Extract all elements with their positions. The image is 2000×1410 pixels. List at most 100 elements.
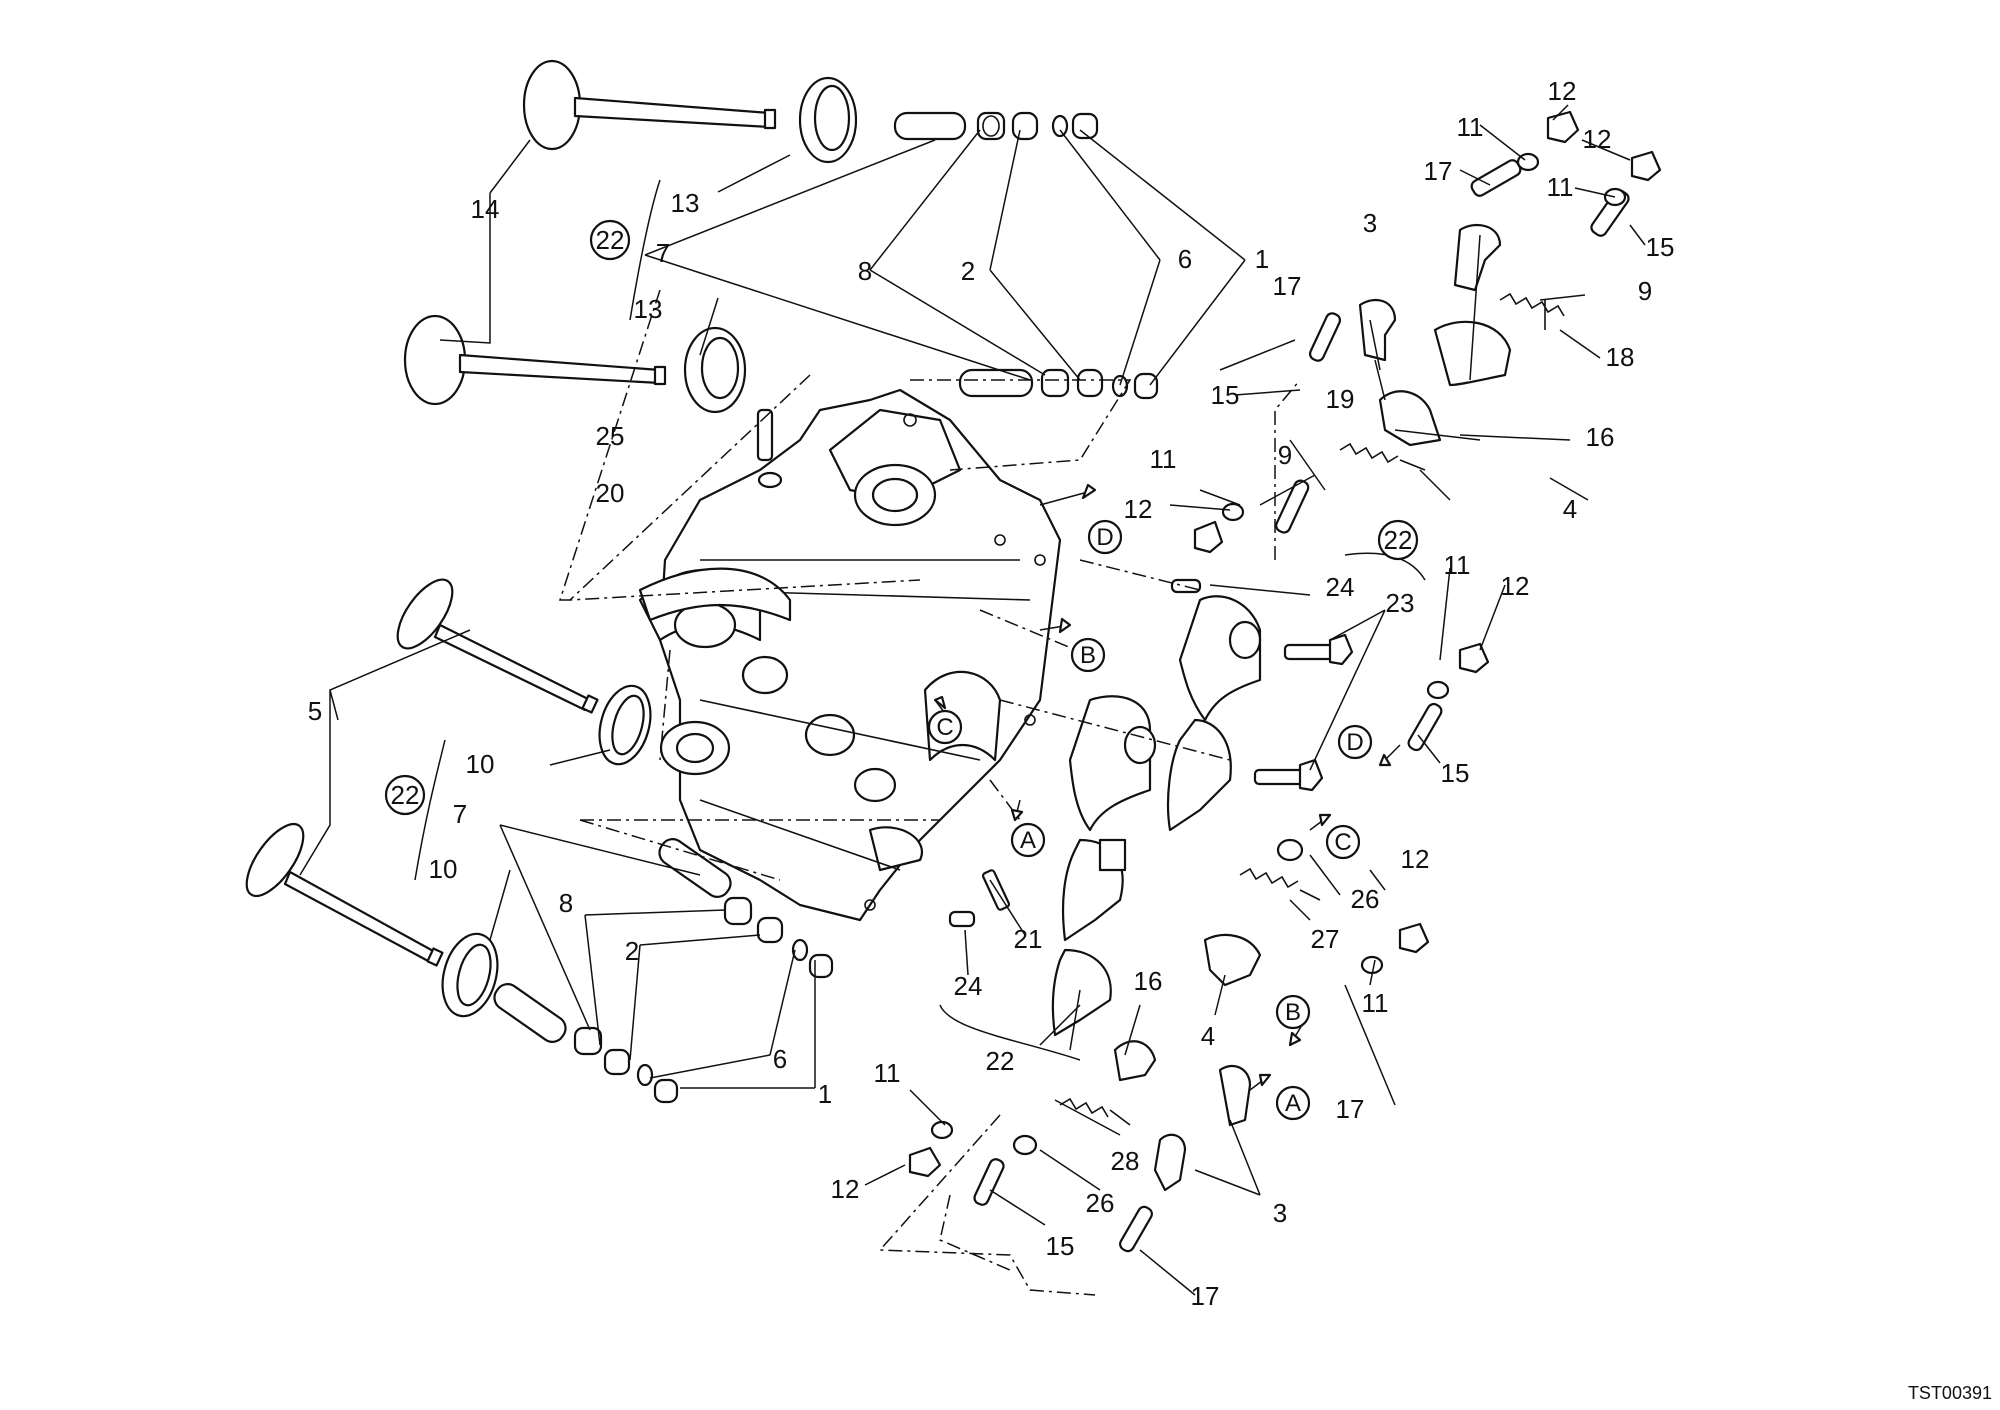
callout-26-a: 26 [1351,884,1380,914]
callout-6-b: 6 [773,1044,787,1074]
callout-12-a: 12 [1548,76,1577,106]
diagram-code: TST00391 [1907,1383,1992,1403]
pin-15-bottom [973,1134,1038,1206]
camshaft-cap-upper [1166,595,1262,832]
callout-2-b: 2 [625,936,639,966]
bolt-23-lower [1253,758,1324,792]
valve-guide-top-row1 [893,111,967,141]
letter-D-2: D [1346,729,1363,756]
valve-seat-10-upper [598,684,652,766]
callout-4-b: 4 [1201,1021,1215,1051]
plug-12-f [908,1120,954,1178]
cylinder-head-body [638,388,1062,922]
valve-seal-bottom-row1 [723,896,753,926]
valve-guide-top-row2 [958,368,1034,398]
callout-25: 25 [596,421,625,451]
callout-12-f: 12 [831,1174,860,1204]
valve-guide-bottom-row2 [493,983,567,1043]
letter-C-2: C [1334,829,1351,856]
rocker-4-bottom [1203,933,1262,987]
callout-15-d: 15 [1046,1231,1075,1261]
callout-labels: 12 11 12 17 11 3 15 9 18 17 15 19 16 9 1… [308,76,1675,1311]
valve-seat-13-lower [683,326,747,414]
callout-10-b: 10 [429,854,458,884]
valve-seat-13-upper [798,76,858,164]
retainer-top-row1 [1011,111,1039,141]
callout-8-b: 8 [559,888,573,918]
callout-14: 14 [471,194,500,224]
callout-3-a: 3 [1363,208,1377,238]
callout-3-b: 3 [1273,1198,1287,1228]
plug-12-e [1360,922,1430,975]
callout-20: 20 [596,478,625,508]
callout-24-a: 24 [1326,572,1355,602]
exhaust-valve-upper [522,59,777,151]
circled-22-b: 22 [384,774,426,816]
callout-1-a: 1 [1255,244,1269,274]
rocker-16-bottom [1113,1040,1157,1082]
callout-18: 18 [1606,342,1635,372]
leader-lines [299,104,1646,1296]
callout-5: 5 [308,696,322,726]
plug-12-d [1426,642,1490,700]
callout-24-b: 24 [954,971,983,1001]
alignment-lines [558,289,1301,1296]
letter-A-1: A [1020,827,1036,854]
callout-22-c: 22 [1384,525,1413,555]
rocker-assembly-top-right [1059,159,1630,1126]
stud-25 [756,408,783,489]
rocker-3-bottom [1153,1064,1252,1192]
direction-arrows [933,483,1401,1091]
callout-11-f: 11 [874,1058,901,1088]
callout-15-a: 15 [1646,232,1675,262]
retainer-top-row2 [1076,368,1104,398]
callout-9-b: 9 [1278,440,1292,470]
circled-22-a: 22 [589,219,631,261]
callout-22-a: 22 [596,225,625,255]
callout-11-a: 11 [1457,112,1484,142]
callout-11-b: 11 [1547,172,1574,202]
callout-6-a: 6 [1178,244,1192,274]
valve-seal-top-row2 [1040,368,1070,398]
callout-17-a: 17 [1424,156,1453,186]
collet-bottom-row1 [791,938,834,979]
callout-22-b: 22 [391,780,420,810]
collet-top-row1 [1051,112,1099,140]
exhaust-valve-lower [403,314,667,406]
intake-valve-lower [245,822,444,967]
circled-letter-C-2: C [1325,824,1361,860]
collet-bottom-row2 [636,1063,679,1104]
callout-4-a: 4 [1563,494,1577,524]
callout-26-b: 26 [1086,1188,1115,1218]
callout-17-b: 17 [1273,271,1302,301]
circled-letter-D-2: D [1337,724,1373,760]
retainer-bottom-row1 [756,916,784,944]
valve-seat-10-lower [441,932,499,1018]
circled-letter-A-2: A [1275,1085,1311,1121]
letter-A-2: A [1285,1090,1301,1117]
callout-11-d: 11 [1444,550,1471,580]
callout-21: 21 [1014,924,1043,954]
callout-13-a: 13 [671,188,700,218]
callout-9-a: 9 [1638,276,1652,306]
callout-28: 28 [1111,1146,1140,1176]
callout-12-d: 12 [1501,571,1530,601]
callout-12-e: 12 [1401,844,1430,874]
callout-27: 27 [1311,924,1340,954]
dowel-24-lower [948,910,976,928]
callout-17-d: 17 [1191,1281,1220,1311]
circled-letter-A-1: A [1010,822,1046,858]
callout-10-a: 10 [466,749,495,779]
callout-2-a: 2 [961,256,975,286]
callout-7-a: 7 [656,238,670,268]
callout-23: 23 [1386,588,1415,618]
valve-seal-bottom-row2 [573,1026,603,1056]
intake-valve-upper [396,578,599,714]
washer-26 [1276,838,1304,862]
callout-19: 19 [1326,384,1355,414]
circled-letter-B-1: B [1070,637,1106,673]
callout-1-b: 1 [818,1079,832,1109]
callout-15-c: 15 [1441,758,1470,788]
camshaft-cap-lower [1051,695,1157,1037]
